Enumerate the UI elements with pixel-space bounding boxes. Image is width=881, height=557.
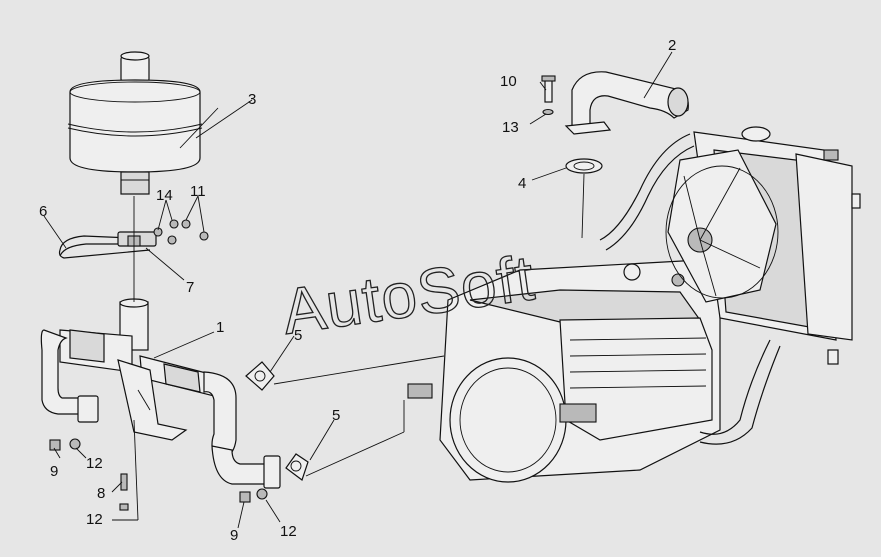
callout-5a: 5 [294,327,302,344]
callout-4: 4 [518,175,526,192]
callout-2: 2 [668,37,676,54]
radiator [665,126,861,365]
air-cleaner [67,51,203,195]
upper-pipe [541,71,689,174]
callout-12a: 12 [86,455,103,472]
callout-9b: 9 [230,527,238,544]
callout-9a: 9 [50,463,58,480]
callout-12c: 12 [280,523,297,540]
coolant-hoses [599,133,781,445]
intake-pipe [40,298,281,489]
callout-5b: 5 [332,407,340,424]
callout-14: 14 [156,187,173,204]
callout-12b: 12 [86,511,103,528]
callout-13: 13 [502,119,519,136]
gaskets-and-fasteners [49,361,309,511]
callout-6: 6 [39,203,47,220]
callout-labels: 1 2 3 4 5 5 6 7 8 9 9 10 11 12 12 12 13 … [39,37,676,544]
callout-3: 3 [248,91,256,108]
callout-11: 11 [190,183,206,200]
callout-7: 7 [186,279,194,296]
leader-lines [43,51,673,529]
callout-8: 8 [97,485,105,502]
engine [407,259,721,483]
callout-1: 1 [216,319,224,336]
callout-10: 10 [500,73,517,90]
